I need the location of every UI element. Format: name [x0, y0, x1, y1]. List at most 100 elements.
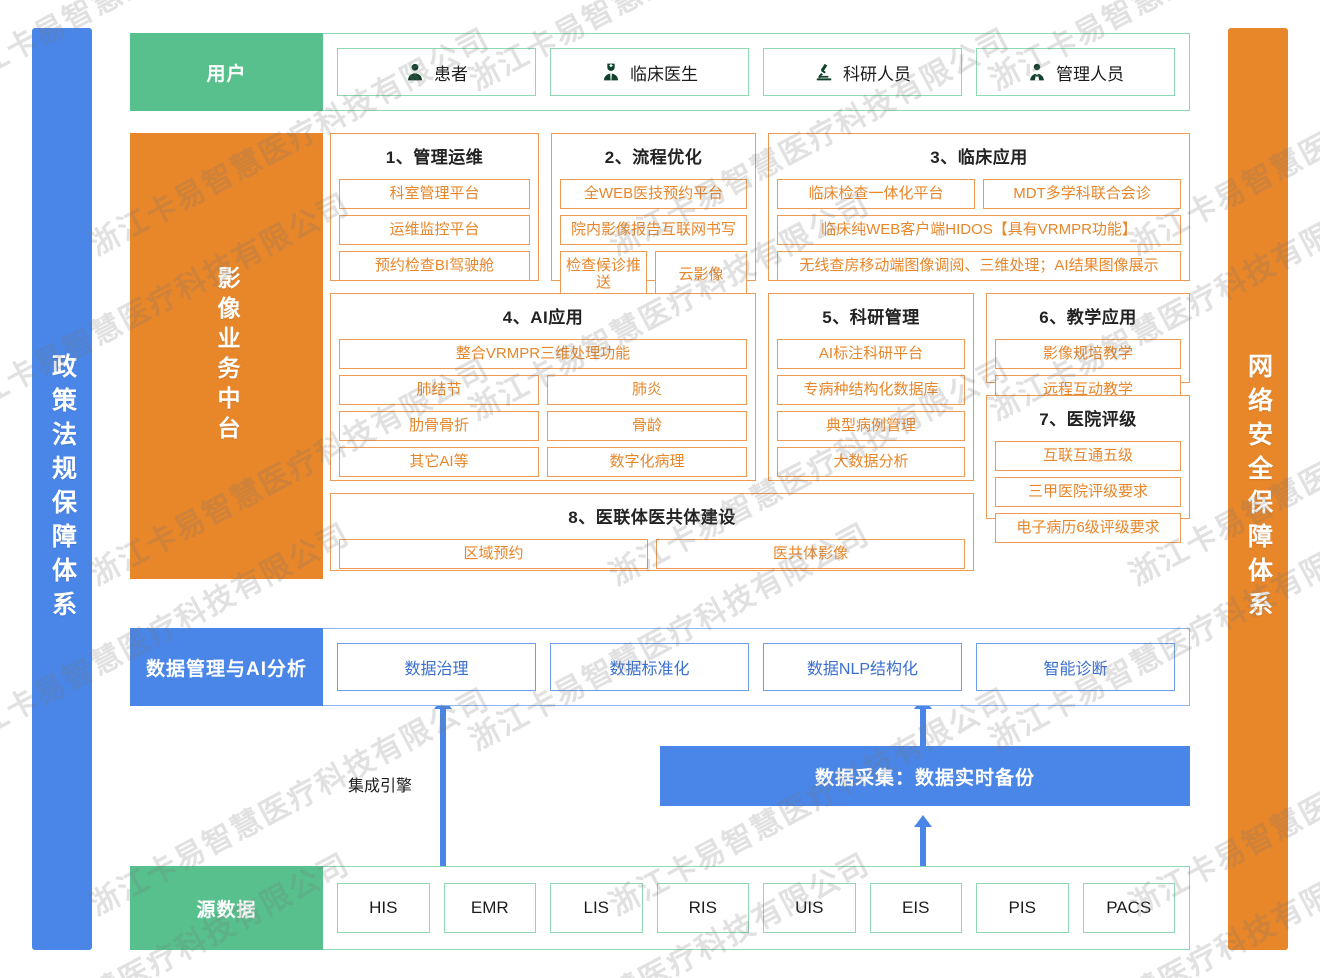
platform-item[interactable]: 三甲医院评级要求 [995, 477, 1181, 507]
platform-row: 院内影像报告互联网书写 [560, 215, 747, 245]
data-module-3[interactable]: 数据NLP结构化 [763, 643, 962, 691]
users-band: 用户 患者临床医生科研人员管理人员 [130, 33, 1190, 111]
platform-label-text: 影像业务中台 [214, 266, 240, 446]
platform-row: 肋骨骨折骨龄 [339, 411, 747, 441]
platform-item[interactable]: 肺炎 [547, 375, 747, 405]
platform-group-title: 7、医院评级 [1039, 410, 1137, 429]
user-chip-3[interactable]: 科研人员 [763, 48, 962, 96]
platform-group-5: 5、科研管理 AI标注科研平台专病种结构化数据库典型病例管理大数据分析 [768, 293, 974, 481]
integration-engine-label: 集成引擎 [347, 778, 412, 795]
platform-item[interactable]: 云影像 [655, 251, 747, 298]
platform-row: 专病种结构化数据库 [777, 375, 965, 405]
users-list: 患者 临床医生 科研人员 管理人员 [323, 34, 1189, 110]
patient-icon [405, 62, 425, 82]
platform-item[interactable]: AI标注科研平台 [777, 339, 965, 369]
user-chip-label: 临床医生 [630, 64, 698, 84]
platform-row: 区域预约医共体影像 [339, 539, 965, 569]
platform-item[interactable]: 运维监控平台 [339, 215, 530, 245]
arrow-collect-to-data [920, 708, 926, 764]
platform-item[interactable]: 影像规培教学 [995, 339, 1181, 369]
platform-item[interactable]: 区域预约 [339, 539, 648, 569]
platform-group-7: 7、医院评级互联互通五级三甲医院评级要求电子病历6级评级要求 [986, 395, 1190, 543]
user-chip-2[interactable]: 临床医生 [550, 48, 749, 96]
source-system-4[interactable]: RIS [656, 883, 749, 933]
source-system-7[interactable]: PIS [976, 883, 1069, 933]
platform-item[interactable]: 无线查房移动端图像调阅、三维处理；AI结果图像展示 [777, 251, 1181, 281]
user-chip-label: 科研人员 [843, 64, 911, 84]
pillar-policy-regulation: 政策法规保障体系 [32, 28, 92, 950]
platform-item[interactable]: 骨龄 [547, 411, 747, 441]
source-system-2[interactable]: EMR [443, 883, 536, 933]
platform-row: 其它AI等数字化病理 [339, 447, 747, 477]
platform-row: 影像规培教学 [995, 339, 1181, 369]
platform-group-2: 2、流程优化全WEB医技预约平台院内影像报告互联网书写检查候诊推送云影像 [551, 133, 756, 298]
platform-row: 肺结节肺炎 [339, 375, 747, 405]
platform-group-title: 2、流程优化 [604, 148, 703, 167]
data-collection-bar: 数据采集：数据实时备份 [660, 746, 1190, 806]
platform-group-8: 8、医联体医共体建设区域预约医共体影像 [330, 493, 974, 571]
platform-group-title: 1、管理运维 [385, 148, 484, 167]
platform-item[interactable]: 科室管理平台 [339, 179, 530, 209]
source-system-1[interactable]: HIS [337, 883, 430, 933]
platform-group-title: 4、AI应用 [502, 308, 584, 327]
platform-item[interactable]: MDT多学科联合会诊 [983, 179, 1181, 209]
source-system-list: HIS EMR LIS RIS UIS EIS PIS PACS [323, 867, 1189, 949]
platform-item[interactable]: 全WEB医技预约平台 [560, 179, 747, 209]
platform-item[interactable]: 整合VRMPR三维处理功能 [339, 339, 747, 369]
data-module-list: 数据治理数据标准化数据NLP结构化智能诊断 [323, 629, 1189, 705]
platform-item[interactable]: 临床检查一体化平台 [777, 179, 975, 209]
arrow-source-to-collect [920, 826, 926, 866]
platform-group-1: 1、管理运维科室管理平台运维监控平台预约检查BI驾驶舱 [330, 133, 539, 281]
platform-row: 电子病历6级评级要求 [995, 513, 1181, 543]
data-module-2[interactable]: 数据标准化 [550, 643, 749, 691]
arrow-integration-engine [440, 708, 446, 866]
platform-item[interactable]: 其它AI等 [339, 447, 539, 477]
platform-item[interactable]: 专病种结构化数据库 [777, 375, 965, 405]
platform-item[interactable]: 互联互通五级 [995, 441, 1181, 471]
user-chip-label: 患者 [434, 64, 468, 84]
platform-row: 无线查房移动端图像调阅、三维处理；AI结果图像展示 [777, 251, 1181, 281]
source-system-8[interactable]: PACS [1082, 883, 1175, 933]
platform-item[interactable]: 临床纯WEB客户端HIDOS【具有VRMPR功能】 [777, 215, 1181, 245]
source-system-5[interactable]: UIS [763, 883, 856, 933]
platform-row: 三甲医院评级要求 [995, 477, 1181, 507]
platform-row: 典型病例管理 [777, 411, 965, 441]
platform-item[interactable]: 预约检查BI驾驶舱 [339, 251, 530, 281]
platform-row: 临床检查一体化平台 MDT多学科联合会诊 [777, 179, 1181, 209]
platform-item[interactable]: 医共体影像 [656, 539, 965, 569]
platform-item[interactable]: 大数据分析 [777, 447, 965, 477]
platform-item[interactable]: 检查候诊推送 [560, 251, 647, 298]
platform-row: 检查候诊推送云影像 [560, 251, 747, 298]
pillar-right-label: 网络安全保障体系 [1244, 353, 1273, 625]
source-data-band: 源数据 HIS EMR LIS RIS UIS EIS PIS PACS [130, 866, 1190, 950]
platform-group-title: 6、教学应用 [1039, 308, 1137, 327]
platform-row: AI标注科研平台 [777, 339, 965, 369]
platform-group-4: 4、AI应用整合VRMPR三维处理功能肺结节肺炎肋骨骨折骨龄其它AI等数字化病理 [330, 293, 756, 481]
data-module-4[interactable]: 智能诊断 [976, 643, 1175, 691]
flow-zone: 集成引擎 数据采集：数据实时备份 [130, 658, 1190, 866]
platform-row: 互联互通五级 [995, 441, 1181, 471]
source-band-label: 源数据 [130, 866, 323, 950]
source-system-6[interactable]: EIS [869, 883, 962, 933]
user-chip-label: 管理人员 [1056, 64, 1124, 84]
platform-row: 科室管理平台 [339, 179, 530, 209]
user-chip-4[interactable]: 管理人员 [976, 48, 1175, 96]
platform-item[interactable]: 典型病例管理 [777, 411, 965, 441]
source-system-3[interactable]: LIS [550, 883, 643, 933]
platform-item[interactable]: 肺结节 [339, 375, 539, 405]
platform-item[interactable]: 肋骨骨折 [339, 411, 539, 441]
platform-row: 大数据分析 [777, 447, 965, 477]
platform-item[interactable]: 院内影像报告互联网书写 [560, 215, 747, 245]
platform-group-title: 8、医联体医共体建设 [568, 508, 736, 527]
platform-item[interactable]: 电子病历6级评级要求 [995, 513, 1181, 543]
platform-group-title: 5、科研管理 [822, 308, 920, 327]
platform-row: 预约检查BI驾驶舱 [339, 251, 530, 281]
platform-item[interactable]: 数字化病理 [547, 447, 747, 477]
user-chip-1[interactable]: 患者 [337, 48, 536, 96]
data-management-band: 数据管理与AI分析 数据治理数据标准化数据NLP结构化智能诊断 [130, 628, 1190, 706]
data-module-1[interactable]: 数据治理 [337, 643, 536, 691]
